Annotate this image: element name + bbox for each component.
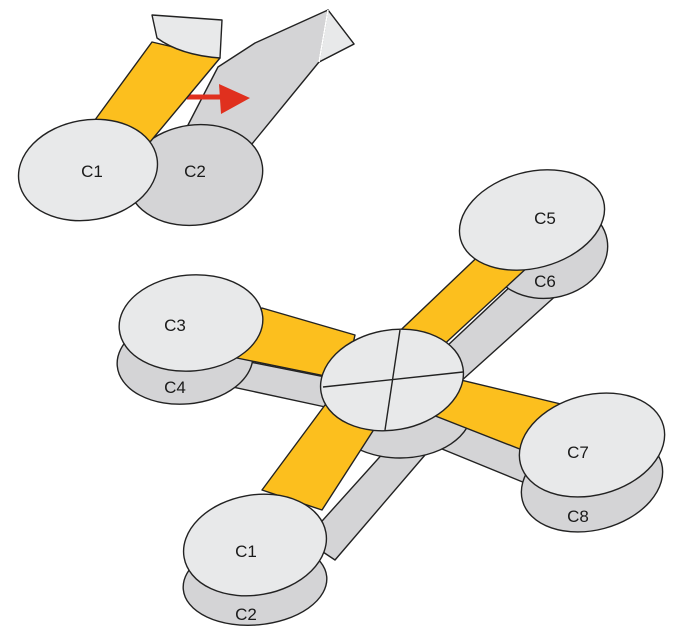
red-right-arrow-icon	[187, 84, 250, 114]
label-c4: C4	[164, 378, 186, 397]
cross-top-layer	[118, 169, 666, 597]
label-c8: C8	[567, 507, 589, 526]
pad-c3	[118, 274, 264, 372]
label-c5: C5	[534, 209, 556, 228]
back-ribbon-fold-highlight	[318, 9, 329, 63]
label-c3: C3	[164, 316, 186, 335]
front-pad-c1	[17, 118, 159, 222]
label-c1: C1	[235, 542, 257, 561]
label-c7: C7	[567, 443, 589, 462]
pad-c1	[182, 493, 328, 597]
pad-c5	[458, 169, 606, 271]
back-layer-c2	[126, 9, 355, 227]
top-figure: C1 C2	[17, 9, 355, 227]
hub-divider-2	[322, 371, 464, 388]
label-c2-top: C2	[184, 162, 206, 181]
label-c1-top: C1	[81, 162, 103, 181]
cross-figure: C5 C6 C3 C4 C7 C8 C1 C2	[116, 169, 666, 627]
label-c2: C2	[235, 605, 257, 624]
pad-c7	[518, 392, 666, 498]
front-layer-c1	[17, 14, 223, 222]
front-ribbon-tip	[151, 14, 223, 59]
label-c6: C6	[534, 272, 556, 291]
